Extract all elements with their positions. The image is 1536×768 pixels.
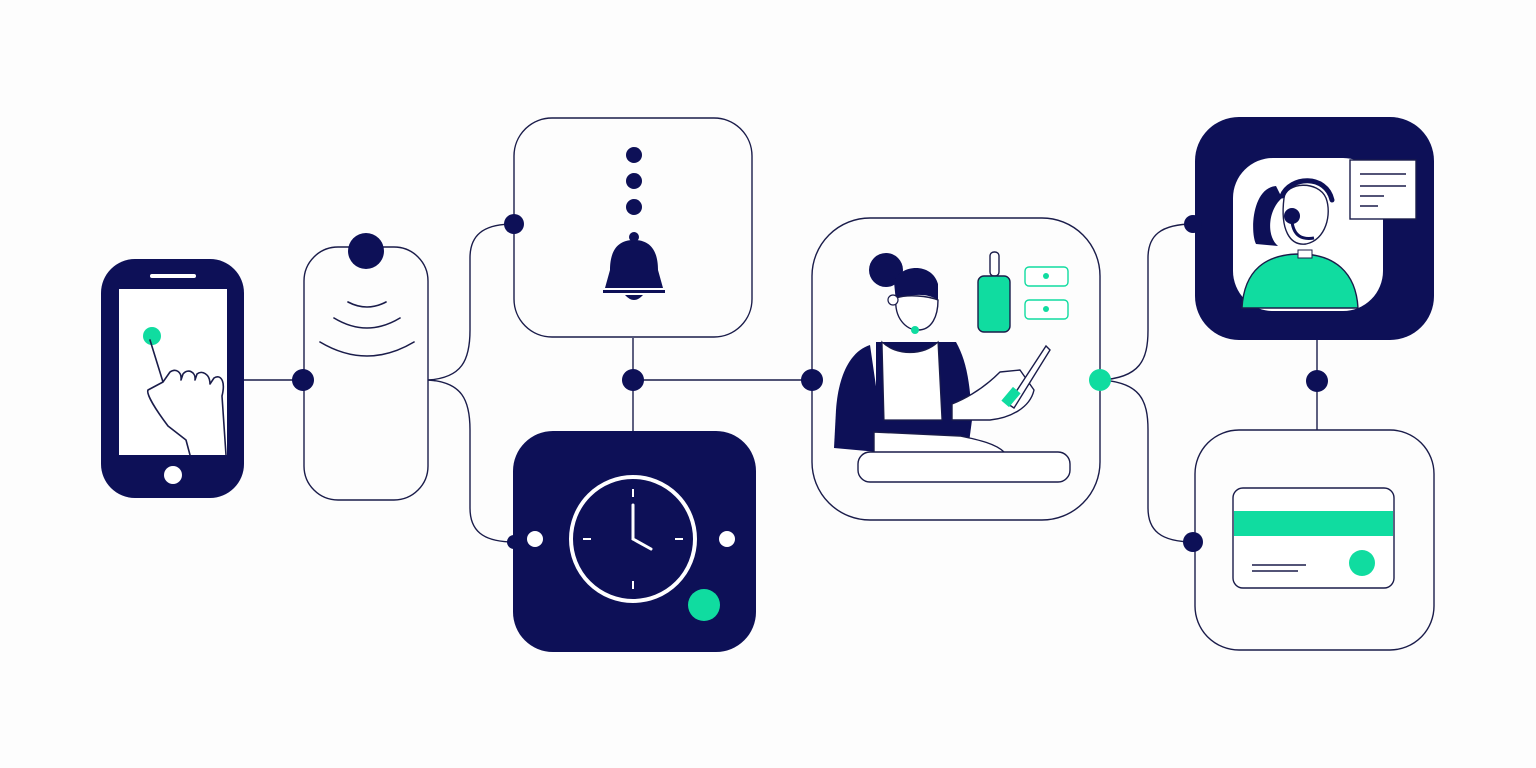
signal-top-dot (348, 233, 384, 269)
node-signal (303, 233, 429, 501)
more-dots-icon (626, 147, 642, 215)
phone-screen (119, 289, 227, 455)
node-notification (513, 117, 753, 338)
smartphone-tap-icon (143, 327, 227, 456)
nail-technician-icon (834, 253, 1071, 483)
junction-technician-left (801, 369, 823, 391)
junction-payment-left (1183, 532, 1203, 552)
schedule-status-dot (688, 589, 720, 621)
junction-notification-left (504, 214, 524, 234)
node-phone (101, 259, 244, 498)
wireless-signal-icon (319, 301, 415, 357)
node-support (1195, 117, 1434, 340)
connector-signal-schedule (427, 379, 515, 543)
node-technician (811, 217, 1101, 521)
phone-speaker (150, 274, 196, 278)
signal-card (303, 246, 429, 501)
node-payment (1194, 429, 1435, 651)
polish-bottle-icon (977, 251, 1011, 333)
phone-home-button (164, 466, 182, 484)
connector-technician-support (1099, 223, 1195, 381)
junction-phone-signal (292, 369, 314, 391)
node-schedule (513, 431, 756, 652)
connectors (244, 223, 1318, 543)
credit-card-icon (1232, 487, 1395, 589)
junction-schedule-left (507, 535, 521, 549)
schedule-left-port (527, 531, 543, 547)
junction-support-payment (1306, 370, 1328, 392)
bell-icon (603, 232, 665, 300)
color-swatch-icon (1024, 266, 1069, 320)
chat-note-icon (1349, 159, 1417, 220)
junctions (292, 214, 1328, 552)
headset-agent-icon (1241, 178, 1359, 309)
schedule-right-port (719, 531, 735, 547)
connector-signal-notification (427, 223, 515, 381)
junction-technician-right (1089, 369, 1111, 391)
junction-support-left (1184, 215, 1202, 233)
connector-technician-payment (1099, 379, 1195, 543)
junction-center-hub (622, 369, 644, 391)
clock-icon (569, 475, 697, 603)
